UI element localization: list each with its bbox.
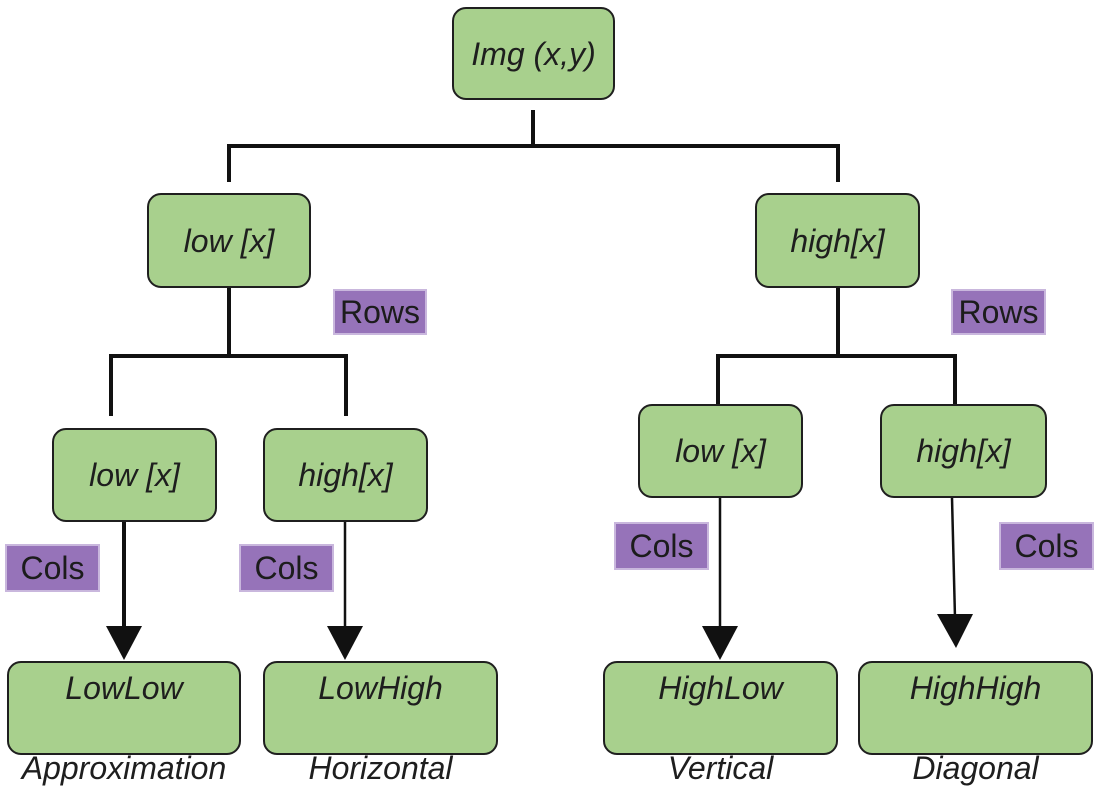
level1-low-node: low [x] — [147, 193, 311, 288]
output-lowlow-node: LowLow Approximation — [7, 661, 241, 786]
output-highhigh-line2: Diagonal — [912, 750, 1039, 786]
arrow-ll-head — [106, 626, 142, 660]
root-label: Img (x,y) — [471, 35, 596, 72]
cols-tag-lh: Cols — [239, 544, 334, 592]
connector-lines — [106, 110, 973, 660]
level2-high-high-label: high[x] — [916, 433, 1011, 469]
level2-low-low-node: low [x] — [52, 428, 217, 522]
level1-high-node: high[x] — [755, 193, 920, 288]
cols-tag-hl: Cols — [614, 522, 709, 570]
rows-tag-left: Rows — [333, 289, 427, 335]
output-lowhigh-node: LowHigh Horizontal — [263, 661, 498, 786]
output-lowlow-line2: Approximation — [21, 750, 227, 786]
rows-tag-right: Rows — [951, 289, 1046, 335]
arrow-hl-head — [702, 626, 738, 660]
output-highhigh-line1: HighHigh — [909, 670, 1042, 706]
output-highlow-line1: HighLow — [658, 670, 783, 706]
cols-tag-hh: Cols — [999, 522, 1094, 570]
output-lowhigh-line1: LowHigh — [318, 670, 443, 706]
output-highlow-node: HighLow Vertical — [603, 661, 838, 786]
output-highhigh-node: HighHigh Diagonal — [858, 661, 1093, 786]
level2-high-low-node: low [x] — [638, 404, 803, 498]
level2-high-low-label: low [x] — [675, 433, 766, 469]
arrow-hh-head — [937, 614, 973, 648]
output-lowlow-line1: LowLow — [65, 670, 183, 706]
output-lowhigh-line2: Horizontal — [308, 750, 453, 786]
level2-low-low-label: low [x] — [89, 457, 180, 493]
output-highlow-line2: Vertical — [667, 750, 774, 786]
cols-tag-ll: Cols — [5, 544, 100, 592]
arrow-lh-head — [327, 626, 363, 660]
level1-high-label: high[x] — [790, 222, 885, 259]
arrow-hh-shaft — [950, 496, 957, 620]
level1-low-label: low [x] — [183, 222, 275, 259]
level2-high-high-node: high[x] — [880, 404, 1047, 498]
level2-low-high-node: high[x] — [263, 428, 428, 522]
root-node: Img (x,y) — [452, 7, 615, 100]
level2-low-high-label: high[x] — [298, 457, 393, 493]
